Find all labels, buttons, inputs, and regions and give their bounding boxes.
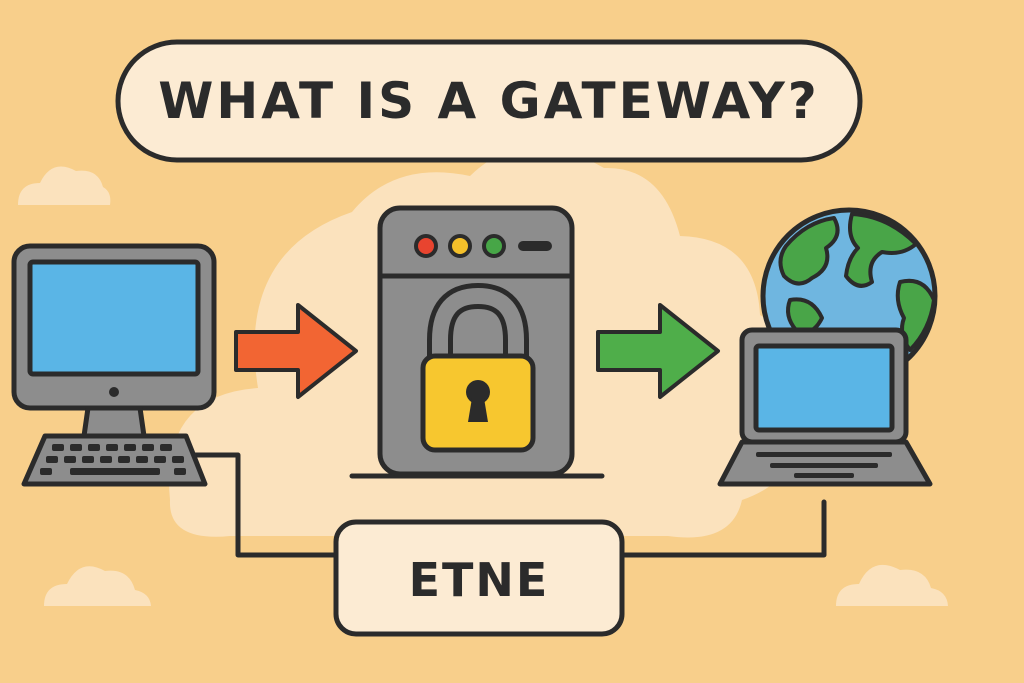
arrow-right-green xyxy=(596,303,720,399)
padlock-icon xyxy=(420,282,536,453)
locked-server-icon xyxy=(349,205,605,479)
laptop-icon xyxy=(717,327,933,487)
page-title: WHAT IS A GATEWAY? xyxy=(158,72,820,130)
small-cloud-icon xyxy=(44,566,151,606)
arrow-right-orange xyxy=(234,303,358,399)
status-led-red xyxy=(414,234,438,258)
bottom-label: ETNE xyxy=(409,553,550,607)
connection-line-right xyxy=(615,499,827,558)
label-box: ETNE xyxy=(333,519,625,637)
globe-laptop-icon xyxy=(717,207,938,487)
small-cloud-icon xyxy=(836,564,948,606)
desktop-computer-icon xyxy=(11,243,217,487)
status-led-green xyxy=(482,234,506,258)
status-led-yellow xyxy=(448,234,472,258)
title-banner: WHAT IS A GATEWAY? xyxy=(115,39,863,163)
small-cloud-icon xyxy=(18,166,111,205)
connection-line-left xyxy=(192,452,345,558)
